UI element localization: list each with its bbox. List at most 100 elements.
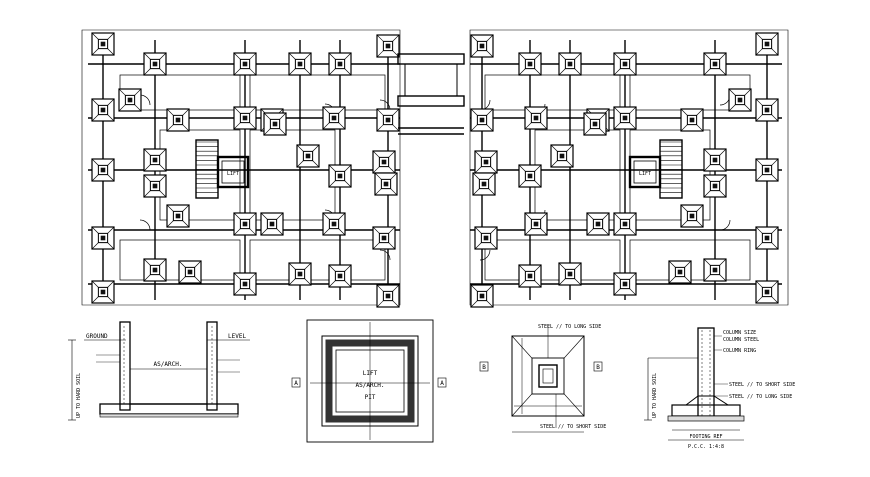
- column-footing: [263, 112, 287, 136]
- column-footing: [474, 150, 498, 174]
- column-footing: [703, 258, 727, 282]
- column-footing: [91, 98, 115, 122]
- column-footing: [558, 52, 582, 76]
- column-footing: [233, 212, 257, 236]
- column-footing: [118, 88, 142, 112]
- footing-marker-left: B: [482, 364, 486, 371]
- column-footing: [233, 106, 257, 130]
- column-footing: [178, 260, 202, 284]
- column-footing: [143, 258, 167, 282]
- footing-depth-label: UP TO HARD SOIL: [652, 373, 658, 418]
- stair-core-right: LIFT: [628, 139, 683, 199]
- note-column-steel: COLUMN STEEL: [723, 337, 759, 343]
- footing-note-short: STEEL // TO SHORT SIDE: [540, 424, 606, 430]
- pcc-label: P.C.C. 1:4:8: [688, 444, 724, 450]
- column-footing: [470, 34, 494, 58]
- pit-title-line2: AS/ARCH.: [356, 382, 385, 389]
- note-column-size: COLUMN SIZE: [723, 330, 756, 336]
- column-footing: [372, 226, 396, 250]
- column-footing: [613, 106, 637, 130]
- footing-section-detail: COLUMN SIZE COLUMN STEEL COLUMN RING STE…: [644, 327, 795, 450]
- section-centre-label: AS/ARCH.: [154, 361, 183, 368]
- room-wall: [249, 74, 386, 111]
- column-footing: [524, 106, 548, 130]
- column-footing: [550, 144, 574, 168]
- room-wall: [484, 239, 621, 281]
- lift-tag-right: LIFT: [639, 171, 651, 177]
- column-footing: [474, 226, 498, 250]
- column-footing: [583, 112, 607, 136]
- column-footing: [703, 148, 727, 172]
- column-footing: [518, 164, 542, 188]
- column-footing: [374, 172, 398, 196]
- note-steel-long: STEEL // TO LONG SIDE: [729, 394, 792, 400]
- column-footing: [755, 226, 779, 250]
- column-footing: [296, 144, 320, 168]
- wing-outline: [469, 29, 789, 306]
- room-wall: [484, 74, 621, 111]
- column-footing: [680, 108, 704, 132]
- column-footing: [703, 174, 727, 198]
- room-wall: [534, 129, 621, 221]
- column-footing: [613, 52, 637, 76]
- column-footing: [558, 262, 582, 286]
- column-footing: [166, 108, 190, 132]
- column-footing: [328, 164, 352, 188]
- column-footing: [613, 272, 637, 296]
- column-footing: [470, 284, 494, 308]
- wing-outline: [81, 29, 401, 306]
- room-wall: [249, 239, 386, 281]
- column-footing: [728, 88, 752, 112]
- door-swing: [719, 219, 731, 231]
- column-footing: [91, 280, 115, 304]
- column-footing: [518, 264, 542, 288]
- column-footing: [703, 52, 727, 76]
- pit-title-line3: PIT: [365, 394, 376, 401]
- door-swing: [479, 249, 491, 261]
- column-footing: [143, 148, 167, 172]
- note-steel-short: STEEL // TO SHORT SIDE: [729, 382, 795, 388]
- column-footing: [143, 52, 167, 76]
- column-footing: [755, 280, 779, 304]
- column-footing: [470, 108, 494, 132]
- column-footing: [755, 158, 779, 182]
- column-footing: [524, 212, 548, 236]
- column-footing: [613, 212, 637, 236]
- column-footing: [91, 158, 115, 182]
- section-level-label: LEVEL: [228, 333, 246, 340]
- column-footing: [376, 108, 400, 132]
- column-footing: [668, 260, 692, 284]
- door-swing: [139, 219, 151, 231]
- column-footing: [328, 52, 352, 76]
- column-footing: [680, 204, 704, 228]
- column-footing: [472, 172, 496, 196]
- column-footing: [143, 174, 167, 198]
- column-footing: [328, 264, 352, 288]
- column-footing: [376, 284, 400, 308]
- column-footing: [91, 32, 115, 56]
- plan-wing-right: [469, 29, 789, 308]
- stair-core-left: LIFT: [195, 139, 250, 199]
- column-footing: [233, 52, 257, 76]
- plan-wing-left: [81, 29, 401, 308]
- column-footing: [372, 150, 396, 174]
- section-depth-label: UP TO HARD SOIL: [76, 373, 82, 418]
- footing-plan-detail: B B STEEL // TO LONG SIDE STEEL // TO SH…: [479, 324, 606, 433]
- pit-section-marker-left: A: [294, 380, 298, 387]
- note-column-ring: COLUMN RING: [723, 348, 756, 354]
- lift-tag-left: LIFT: [227, 171, 239, 177]
- column-footing: [166, 204, 190, 228]
- pit-section-marker-right: A: [440, 380, 444, 387]
- column-footing: [755, 98, 779, 122]
- footing-ref-label: FOOTING REF: [689, 434, 722, 440]
- footing-marker-right: B: [596, 364, 600, 371]
- column-footing: [260, 212, 284, 236]
- column-footing: [91, 226, 115, 250]
- central-link: [397, 53, 465, 135]
- section-ground-label: GROUND: [86, 333, 108, 340]
- footing-note-long: STEEL // TO LONG SIDE: [538, 324, 601, 330]
- door-swing: [379, 249, 391, 261]
- column-footing: [376, 34, 400, 58]
- column-footing: [233, 272, 257, 296]
